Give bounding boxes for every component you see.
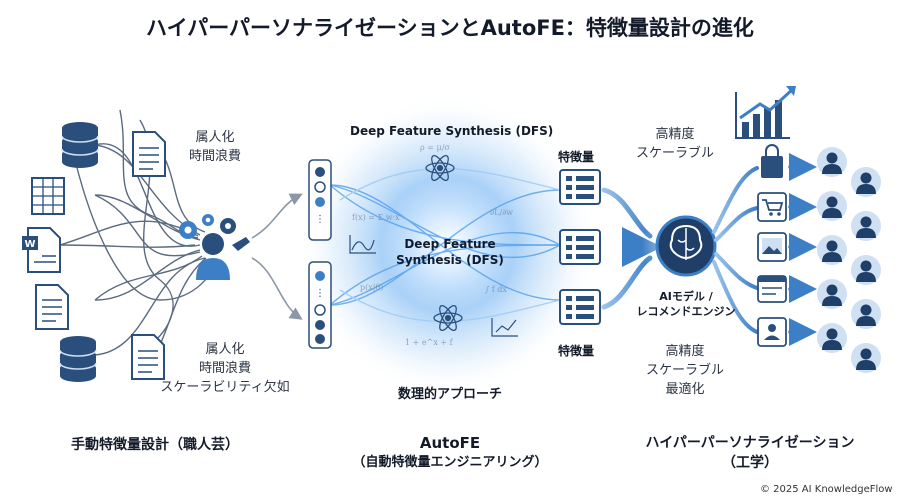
note-line: 時間浪費 [188, 149, 241, 164]
ai-brain-icon [655, 215, 717, 277]
dfs-bottom-label: 数理的アプローチ [397, 387, 502, 402]
right-top-note: 高精度 スケーラブル [620, 125, 730, 163]
right-caption: ハイパーパーソナライゼーション （工学） [615, 433, 885, 473]
flow-arrow [251, 193, 303, 239]
dfs-core-label: Deep Feature Synthesis (DFS) [380, 236, 520, 268]
database-icon [61, 122, 99, 168]
note-line: 高精度 [665, 344, 705, 359]
svg-text:∂L/∂w: ∂L/∂w [490, 208, 513, 217]
atom-icon [425, 154, 455, 182]
atom-icon [433, 304, 463, 332]
feature-table-icon [559, 289, 601, 325]
tangled-data-lines [59, 109, 216, 356]
note-line: 最適化 [665, 382, 705, 397]
ai-label-line: AIモデル / [659, 290, 713, 303]
note-line: スケーラブル [635, 146, 714, 161]
formula-decoration: f(x) = Σ w·x ∂L/∂w p(x|θ) ∫ f dx ρ = μ/σ… [352, 143, 513, 347]
user-avatar-icon [851, 211, 881, 241]
document-icon [35, 284, 69, 330]
right-bottom-note: 高精度 スケーラブル 最適化 [630, 342, 740, 399]
user-group [817, 147, 881, 373]
note-line: 属人化 [205, 342, 245, 357]
user-avatar-icon [817, 279, 847, 309]
input-node-column: ⋮ [308, 159, 332, 241]
note-line: スケーラビリティ欠如 [160, 380, 290, 395]
growth-chart-icon [735, 86, 796, 139]
svg-text:f(x) = Σ w·x: f(x) = Σ w·x [352, 213, 400, 222]
word-document-icon: W [22, 227, 61, 273]
image-icon [757, 232, 787, 262]
core-label-line: Deep Feature [404, 237, 496, 251]
svg-text:ρ = μ/σ: ρ = μ/σ [420, 143, 450, 152]
content-to-user-arrows [788, 153, 817, 346]
ai-label-line: レコメンドエンジン [636, 305, 736, 318]
user-avatar-icon [851, 167, 881, 197]
engineer-icon [196, 233, 250, 280]
core-label-line: Synthesis (DFS) [396, 253, 504, 267]
input-node-column: ⋮ [308, 261, 332, 349]
copyright: © 2025 AI KnowledgeFlow [760, 484, 893, 495]
user-avatar-icon [817, 235, 847, 265]
left-bottom-note: 属人化 時間浪費 スケーラビリティ欠如 [150, 340, 300, 397]
user-avatar-icon [817, 147, 847, 177]
note-line: 時間浪費 [198, 361, 251, 376]
svg-text:1 + e^x + f: 1 + e^x + f [405, 338, 454, 347]
feature-label-top: 特徴量 [558, 150, 595, 164]
database-icon [59, 336, 97, 382]
shopping-bag-icon [761, 144, 783, 178]
note-line: スケーラブル [645, 363, 724, 378]
user-avatar-icon [817, 191, 847, 221]
center-caption: AutoFE （自動特徴量エンジニアリング） [330, 433, 570, 473]
ai-model-label: AIモデル / レコメンドエンジン [630, 289, 742, 319]
user-avatar-icon [851, 343, 881, 373]
feature-table-icon [559, 169, 601, 205]
svg-text:p(x|θ): p(x|θ) [360, 283, 383, 292]
mini-chart-icon [349, 235, 518, 337]
cart-icon [757, 192, 787, 222]
user-avatar-icon [817, 323, 847, 353]
svg-text:⋮: ⋮ [315, 214, 325, 225]
dfs-energy-streams [329, 168, 561, 322]
note-line: 高精度 [655, 127, 695, 142]
dfs-top-label: Deep Feature Synthesis (DFS) [350, 124, 554, 138]
dfs-glow [298, 95, 598, 395]
feature-label-bottom: 特徴量 [558, 344, 595, 358]
svg-text:⋮: ⋮ [315, 288, 325, 299]
page-title: ハイパーパーソナライゼーションとAutoFE：特徴量設計の進化 [146, 16, 754, 40]
user-avatar-icon [851, 255, 881, 285]
left-caption: 手動特徴量設計（職人芸） [71, 437, 239, 453]
caption-line: （工学） [722, 455, 778, 471]
left-top-note: 属人化 時間浪費 [175, 128, 255, 166]
note-line: 属人化 [195, 130, 235, 145]
user-avatar-icon [851, 299, 881, 329]
document-icon [132, 131, 166, 177]
svg-text:W: W [24, 239, 35, 250]
document-icon [131, 334, 165, 380]
spreadsheet-icon [31, 177, 65, 215]
caption-line: AutoFE [419, 434, 481, 452]
gear-icon [179, 214, 236, 239]
caption-line: （自動特徴量エンジニアリング） [352, 455, 548, 470]
ai-to-content-arrows [712, 166, 759, 334]
flow-arrow [251, 257, 303, 320]
caption-line: ハイパーパーソナライゼーション [645, 435, 855, 451]
svg-text:∫ f dx: ∫ f dx [485, 285, 507, 294]
feature-table-icon [559, 229, 601, 265]
web-page-icon [757, 275, 787, 303]
profile-card-icon [757, 317, 787, 347]
